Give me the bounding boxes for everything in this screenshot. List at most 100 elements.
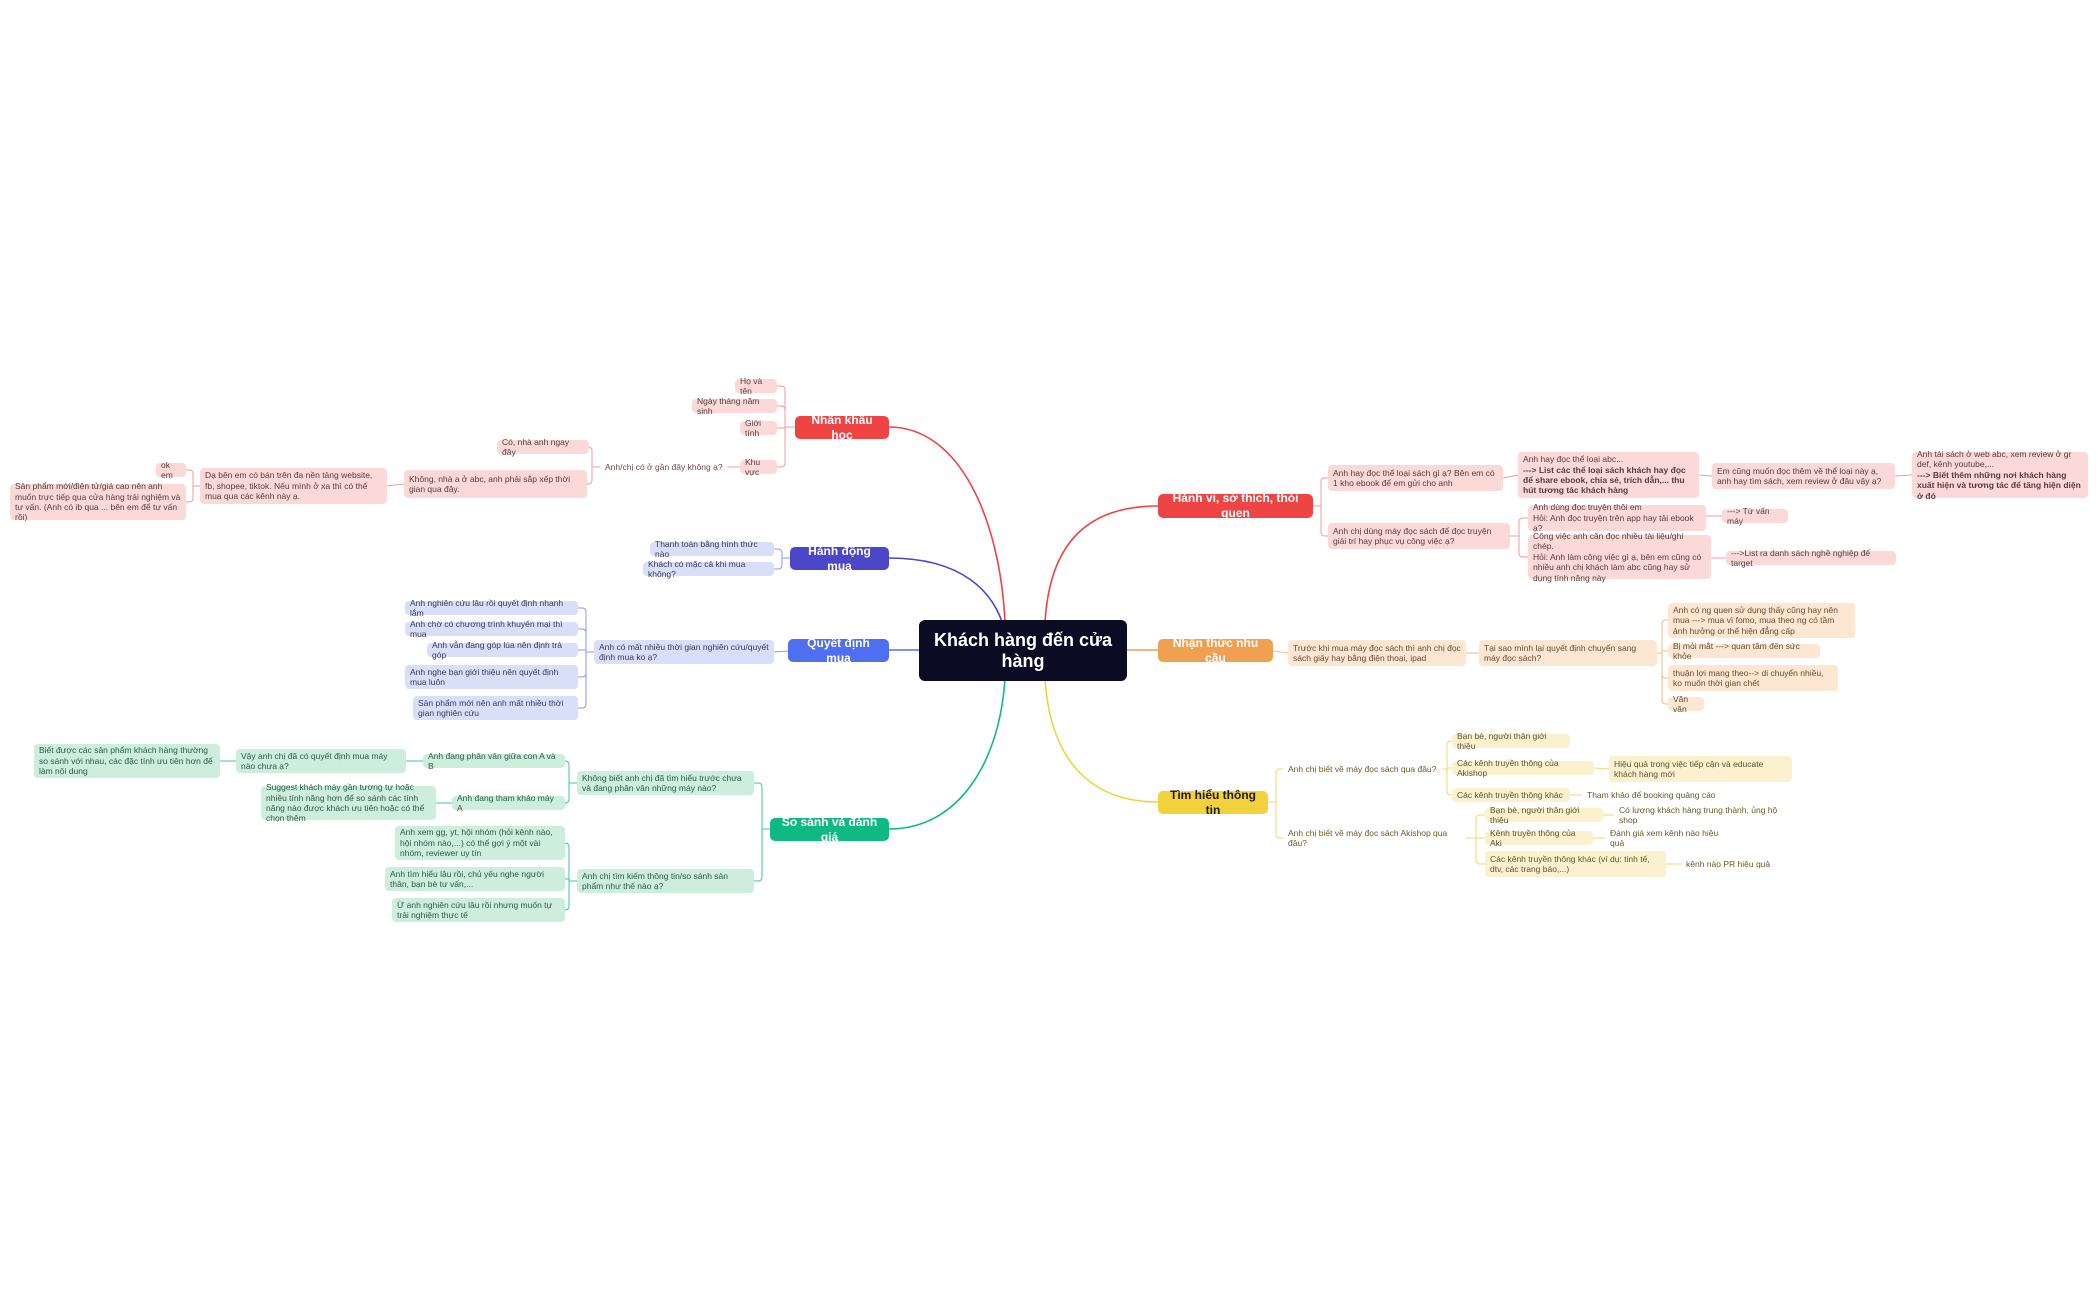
link-nt-a1 bbox=[1656, 650, 1669, 654]
node-th-ban-be-2[interactable]: Bạn bè, người thân giới thiệu bbox=[1485, 805, 1603, 825]
central-topic[interactable]: Khách hàng đến cửa hàng bbox=[919, 620, 1127, 681]
node-hv-tai-sach[interactable]: Anh tải sách ở web abc, xem review ở gr … bbox=[1912, 449, 2088, 501]
link-root-nhan-khau bbox=[888, 426, 1006, 623]
node-gan-day[interactable]: Anh/chị có ở gần đây không ạ? bbox=[605, 461, 723, 472]
node-co-nha[interactable]: Có, nhà anh ngay đây bbox=[497, 437, 589, 457]
node-khong-nha[interactable]: Không, nhà a ở abc, anh phải sắp xếp thờ… bbox=[404, 470, 587, 498]
link-th-1 bbox=[1267, 768, 1284, 803]
node-mat-nhieu-thoi-gian[interactable]: Anh có mất nhiều thời gian nghiên cứu/qu… bbox=[594, 640, 774, 664]
node-th-pr-hieu-qua[interactable]: kênh nào PR hiệu quả bbox=[1686, 858, 1771, 869]
link-gan-day-khong bbox=[586, 466, 601, 485]
node-th-kenh-aki[interactable]: Kênh truyền thông của Aki bbox=[1485, 828, 1593, 848]
link-hv-2 bbox=[1312, 505, 1329, 537]
node-hv-cong-viec[interactable]: Công việc anh cần đọc nhiều tài liệu/ghi… bbox=[1528, 531, 1711, 583]
node-ss-tk-gg-yt[interactable]: Anh xem gg, yt, hội nhóm (hỏi kênh nào, … bbox=[395, 826, 565, 860]
node-qd-cho-khuyen-mai[interactable]: Anh chờ có chương trình khuyến mại thì m… bbox=[405, 619, 578, 639]
link-root-tim-hieu bbox=[1044, 677, 1159, 803]
node-nt-tai-sao[interactable]: Tại sao mình lại quyết định chuyển sang … bbox=[1479, 640, 1657, 666]
branch-nhan-khau-hoc[interactable]: Nhân khẩu học bbox=[795, 413, 889, 442]
link-root-hanh-vi bbox=[1044, 505, 1159, 623]
node-ss-a-va-b[interactable]: Anh đang phân vân giữa con A và B bbox=[423, 751, 565, 771]
node-th-ban-be-1[interactable]: Bạn bè, người thân giới thiệu bbox=[1452, 731, 1570, 751]
node-th-danh-gia-kenh[interactable]: Đánh giá xem kênh nào hiệu quả bbox=[1610, 827, 1719, 848]
node-th-biet-akishop[interactable]: Anh chị biết về máy đọc sách Akishop qua… bbox=[1288, 827, 1448, 848]
node-th-hieu-qua[interactable]: Hiệu quả trong việc tiếp cận và educate … bbox=[1609, 756, 1792, 782]
link-qd-2 bbox=[577, 649, 595, 653]
branch-quyet-dinh-mua[interactable]: Quyết định mua bbox=[788, 636, 889, 665]
link-hv-truyen bbox=[1509, 517, 1529, 537]
link-hv-abc bbox=[1502, 474, 1519, 479]
link-ss-a bbox=[564, 760, 578, 784]
node-mac-ca[interactable]: Khách có mặc cả khi mua không? bbox=[643, 559, 774, 579]
node-ss-tham-khao-a[interactable]: Anh đang tham khảo máy A bbox=[452, 793, 565, 813]
node-nt-mang-theo[interactable]: thuận lợi mang theo--> di chuyển nhiều, … bbox=[1668, 665, 1838, 691]
link-root-so-sanh bbox=[888, 677, 1006, 830]
link-ss-1 bbox=[753, 782, 771, 830]
node-ss-phan-van[interactable]: Không biết anh chị đã tìm hiểu trước chư… bbox=[577, 771, 754, 795]
link-th-q1-1 bbox=[1442, 767, 1453, 770]
node-ss-note-a[interactable]: Biết được các sản phẩm khách hàng thường… bbox=[34, 744, 220, 778]
link-qd-4 bbox=[577, 651, 595, 709]
node-ho-ten[interactable]: Họ và tên bbox=[735, 376, 777, 396]
link-hv-tai bbox=[1894, 474, 1913, 477]
node-hv-abc-text: Anh hay đọc thể loại abc... bbox=[1523, 454, 1624, 465]
node-th-trung-thanh[interactable]: Có lượng khách hàng trung thành, ủng hộ … bbox=[1619, 804, 1778, 825]
node-hv-target-nghe[interactable]: --->List ra danh sách nghề nghiệp để tar… bbox=[1726, 548, 1896, 568]
link-nt-a3 bbox=[1656, 652, 1669, 705]
node-thanh-toan[interactable]: Thanh toán bằng hình thức nào bbox=[650, 539, 774, 559]
node-hv-the-loai-sach[interactable]: Anh hay đọc thể loại sách gì ạ? Bên em c… bbox=[1328, 465, 1503, 491]
node-th-kenh-khac-1[interactable]: Các kênh truyền thông khác bbox=[1452, 788, 1570, 802]
node-nt-van-van[interactable]: Văn văn bbox=[1668, 694, 1704, 714]
node-ss-tk-nguoi-than[interactable]: Anh tìm hiểu lâu rồi, chủ yếu nghe người… bbox=[385, 867, 565, 891]
node-th-booking[interactable]: Tham khảo để booking quảng cáo bbox=[1587, 789, 1716, 800]
link-th-2 bbox=[1267, 801, 1284, 839]
link-daben-ok bbox=[185, 469, 201, 487]
node-ngay-sinh[interactable]: Ngày tháng năm sinh bbox=[692, 396, 777, 416]
node-nt-truoc-khi-mua[interactable]: Trước khi mua máy đọc sách thì anh chị đ… bbox=[1288, 640, 1466, 666]
node-qd-nghien-cuu-lau[interactable]: Anh nghiên cứu lâu rồi quyết định nhanh … bbox=[405, 598, 578, 618]
node-th-akishop-1[interactable]: Các kênh truyền thông của Akishop bbox=[1452, 758, 1594, 778]
node-khu-vuc[interactable]: Khu vực bbox=[740, 457, 777, 477]
link-nkh-0 bbox=[776, 385, 796, 428]
node-da-ben-em[interactable]: Dạ bên em có bán trên đa nền tảng websit… bbox=[200, 468, 387, 504]
node-hv-doc-truyen[interactable]: Anh dùng đọc truyện thôi em Hỏi: Anh đọc… bbox=[1528, 502, 1706, 533]
link-ss-tk-2 bbox=[564, 880, 578, 911]
branch-hanh-vi[interactable]: Hành vi, sở thích, thói quen bbox=[1158, 491, 1313, 520]
branch-hanh-dong-mua[interactable]: Hành động mua bbox=[790, 544, 889, 573]
node-hv-tim-sach[interactable]: Em cũng muốn đọc thêm về thể loại này ạ,… bbox=[1712, 463, 1895, 489]
link-khong-daben bbox=[386, 483, 405, 487]
node-qd-tra-gop[interactable]: Anh vẫn đang góp lúa nên định trả góp bbox=[427, 640, 578, 660]
node-hv-tu-van-may[interactable]: ---> Từ vấn máy bbox=[1722, 506, 1788, 526]
link-th-hq bbox=[1593, 767, 1610, 770]
link-qdm bbox=[773, 650, 789, 653]
node-qd-ban-gioi-thieu[interactable]: Anh nghe bạn giới thiệu nên quyết định m… bbox=[405, 665, 578, 689]
node-hv-muc-dich[interactable]: Anh chị dùng máy đọc sách để đọc truyện … bbox=[1328, 523, 1510, 549]
node-gioi-tinh[interactable]: Giới tính bbox=[740, 418, 777, 438]
node-th-kenh-khac-2[interactable]: Các kênh truyền thông khác (ví dụ: tinh … bbox=[1485, 851, 1666, 877]
node-qd-san-pham-moi[interactable]: Sản phẩm mới nên anh mất nhiều thời gian… bbox=[413, 696, 578, 720]
node-ss-note-b[interactable]: Suggest khách máy gần tương tự hoặc nhiề… bbox=[261, 782, 436, 823]
link-th-q1-0 bbox=[1442, 740, 1453, 770]
link-nt bbox=[1272, 650, 1289, 654]
node-ok-em[interactable]: ok em bbox=[156, 460, 186, 480]
node-ss-tim-kiem[interactable]: Anh chị tìm kiếm thông tin/so sánh sản p… bbox=[577, 869, 754, 893]
link-qd-1 bbox=[577, 628, 595, 653]
link-hv-cv bbox=[1509, 535, 1529, 558]
link-th-q2-0 bbox=[1465, 814, 1486, 839]
link-hv-1 bbox=[1312, 477, 1329, 507]
link-nkh-3 bbox=[776, 426, 796, 468]
node-nt-fomo[interactable]: Anh có ng quen sử dụng thấy cũng hay nên… bbox=[1668, 603, 1855, 638]
node-ss-quyet-dinh-chua[interactable]: Vậy anh chị đã có quyết định mua máy nào… bbox=[236, 749, 406, 773]
branch-nhan-thuc-nhu-cau[interactable]: Nhận thức nhu cầu bbox=[1158, 636, 1273, 665]
node-hv-abc[interactable]: Anh hay đọc thể loại abc... ---> List cá… bbox=[1518, 452, 1699, 498]
node-th-biet-qua-dau[interactable]: Anh chị biết về máy đọc sách qua đâu? bbox=[1288, 763, 1437, 774]
link-nt-a0 bbox=[1656, 619, 1669, 654]
link-th-q1-2 bbox=[1442, 768, 1453, 796]
node-nt-moi-mat[interactable]: Bị mỏi mắt ---> quan tâm đến sức khỏe bbox=[1668, 641, 1820, 661]
link-ss-2 bbox=[753, 828, 771, 882]
branch-so-sanh-danh-gia[interactable]: So sánh và đánh giá bbox=[770, 815, 889, 844]
node-ss-tk-trai-nghiem[interactable]: Ừ anh nghiên cứu lâu rồi nhưng muốn tự t… bbox=[392, 898, 565, 922]
branch-tim-hieu-thong-tin[interactable]: Tìm hiểu thông tin bbox=[1158, 788, 1268, 817]
node-san-pham-moi[interactable]: Sản phẩm mới/điện tử/giá cao nên anh muố… bbox=[10, 481, 186, 522]
node-hv-abc-insight: ---> List các thể loại sách khách hay đọ… bbox=[1523, 464, 1686, 496]
